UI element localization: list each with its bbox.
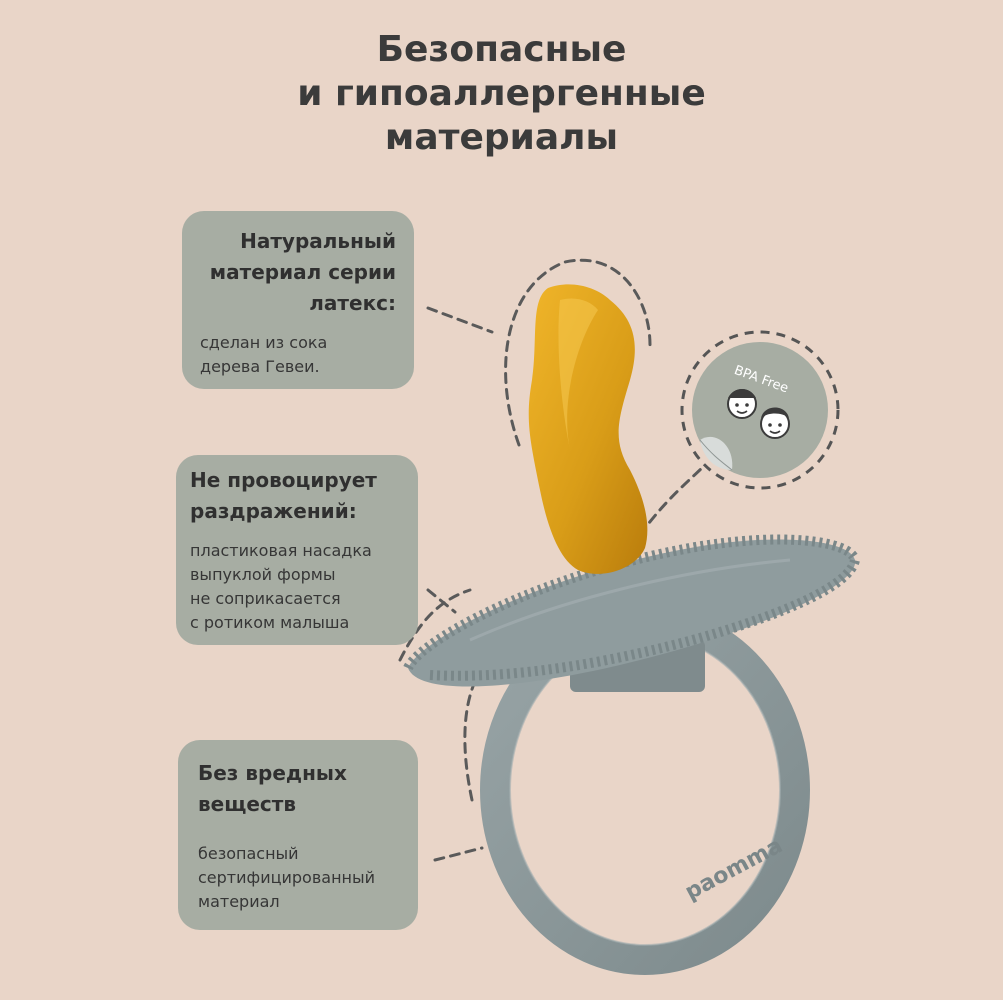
connector-line	[426, 588, 457, 614]
card-no-harmful-substances: Без вредных веществ безопасный сертифици…	[178, 740, 418, 930]
nipple-highlight	[558, 298, 598, 450]
card-text-line: с ротиком малыша	[190, 613, 350, 632]
card-heading-line: латекс:	[309, 291, 396, 315]
card-heading-line: материал серии	[209, 260, 396, 284]
card-text-line: сделан из сока	[200, 333, 328, 352]
card-heading-line: Не провоцирует	[190, 468, 377, 492]
card-natural-latex: Натуральный материал серии латекс: сдела…	[182, 211, 414, 389]
card-heading: Без вредных веществ	[198, 758, 398, 820]
connector-line	[638, 463, 707, 537]
bpa-free-badge: BPA Free	[680, 330, 840, 490]
child-face-icon	[760, 407, 790, 439]
card-text-line: безопасный	[198, 844, 299, 863]
card-text: пластиковая насадка выпуклой формы не со…	[190, 539, 404, 635]
card-text-line: выпуклой формы	[190, 565, 336, 584]
latex-nipple	[528, 284, 648, 574]
shield-outline-dashes	[398, 588, 472, 662]
page-title: Безопасные и гипоаллергенные материалы	[0, 28, 1003, 160]
pacifier-shield	[403, 534, 860, 687]
card-text: сделан из сока дерева Гевеи.	[200, 331, 396, 379]
card-text-line: не соприкасается	[190, 589, 341, 608]
connector-line	[433, 846, 484, 862]
card-text-line: сертифицированный	[198, 868, 376, 887]
title-line: и гипоаллергенные	[297, 73, 706, 114]
title-line: материалы	[384, 117, 619, 158]
nipple-outline-dashes	[504, 258, 652, 447]
card-heading-line: раздражений:	[190, 499, 357, 523]
card-text: безопасный сертифицированный материал	[198, 842, 398, 914]
connector-line	[426, 306, 494, 334]
card-heading-line: веществ	[198, 792, 296, 816]
card-text-line: дерева Гевеи.	[200, 357, 320, 376]
card-heading: Натуральный материал серии латекс:	[200, 226, 396, 319]
card-no-irritation: Не провоцирует раздражений: пластиковая …	[176, 455, 418, 645]
card-heading: Не провоцирует раздражений:	[190, 465, 404, 527]
child-face-icon	[727, 389, 757, 419]
card-heading-line: Без вредных	[198, 761, 347, 785]
card-heading-line: Натуральный	[240, 229, 396, 253]
title-line: Безопасные	[376, 29, 627, 70]
card-text-line: пластиковая насадка	[190, 541, 372, 560]
card-text-line: материал	[198, 892, 280, 911]
